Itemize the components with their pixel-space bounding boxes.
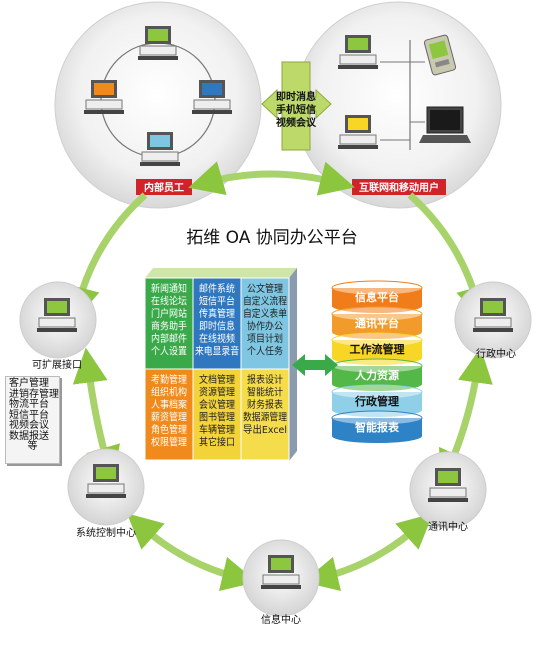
internet-users-tag	[352, 179, 446, 195]
module-cell	[192, 277, 242, 370]
module-item: 会议管理	[199, 398, 235, 411]
module-item: 资源管理	[199, 386, 235, 399]
administration-center-node	[454, 281, 532, 359]
pc-icon	[84, 80, 124, 114]
module-cell	[144, 277, 194, 370]
information-center-node	[242, 539, 320, 617]
layer-cap	[331, 332, 423, 348]
module-item: 考勤管理	[151, 373, 187, 386]
module-item: 数据源管理	[243, 411, 287, 424]
module-cell	[240, 277, 290, 370]
pc-icon	[86, 464, 126, 498]
diagram-title: 拓维 OA 协同办公平台	[186, 228, 358, 248]
module-item: 邮件系统	[199, 282, 235, 295]
laptop-icon	[419, 106, 471, 143]
module-item: 个人任务	[247, 345, 283, 358]
module-cell	[240, 368, 290, 461]
module-item: 文档管理	[199, 373, 235, 386]
extension-list: 客户管理 进销存管理 物流平台 短信平台 视频会议 数据报送 等	[5, 376, 60, 464]
module-cell	[144, 368, 194, 461]
node-label-left: 可扩展接口	[32, 358, 82, 371]
layer-cap	[331, 410, 423, 426]
communication-center-node	[409, 451, 487, 529]
middle-link-line: 手机短信	[276, 103, 316, 116]
pc-icon	[261, 555, 301, 589]
pc-icon	[338, 35, 378, 69]
layer-label: 智能报表	[355, 420, 400, 434]
module-item: 协作办公	[247, 320, 283, 333]
module-item: 车辆管理	[199, 423, 235, 436]
module-item: 其它接口	[199, 436, 235, 449]
middle-link-line: 视频会议	[276, 116, 317, 129]
extension-item: 视频会议	[9, 420, 49, 431]
layer-label: 通讯平台	[355, 316, 399, 330]
internal-staff-tag	[136, 179, 192, 195]
pc-icon	[192, 80, 232, 114]
pc-icon	[428, 468, 468, 502]
module-item: 内部邮件	[151, 332, 187, 345]
layer-cap	[331, 384, 423, 400]
grid-stack-arrow	[292, 354, 338, 376]
module-item: 智能统计	[247, 386, 283, 399]
extension-item: 数据报送	[9, 430, 49, 442]
layer-label: 行政管理	[354, 394, 399, 408]
pc-icon	[473, 298, 513, 332]
module-item: 在线论坛	[151, 295, 187, 308]
extension-item: 等	[27, 441, 38, 452]
message-link-arrow	[261, 61, 332, 151]
middle-link-line: 即时消息	[276, 90, 316, 103]
layer-label: 人力资源	[355, 368, 399, 382]
extension-interface-node	[19, 281, 97, 359]
extension-item: 物流平台	[9, 399, 49, 410]
module-item: 商务助手	[151, 320, 187, 333]
module-item: 人事档案	[151, 398, 187, 411]
module-item: 个人设置	[151, 346, 187, 358]
pc-icon	[37, 298, 77, 332]
layer-cap	[331, 280, 423, 296]
module-item: 在线视频	[199, 332, 235, 345]
module-item: 薪资管理	[151, 411, 187, 424]
node-label-bottom: 信息中心	[261, 613, 301, 626]
layer-label: 信息平台	[355, 290, 399, 304]
system-control-center-node	[67, 448, 145, 526]
module-item: 权限管理	[151, 436, 187, 449]
module-item: 自定义流程	[243, 295, 287, 308]
node-label-lower-right: 通讯中心	[428, 520, 468, 533]
module-item: 组织机构	[151, 386, 187, 399]
module-item: 新闻通知	[151, 282, 187, 295]
module-item: 角色管理	[151, 423, 187, 436]
internal-staff-disc	[54, 1, 262, 209]
module-item: 门户网站	[151, 307, 187, 320]
extension-item: 进销存管理	[9, 388, 59, 400]
module-item: 来电显录音	[195, 345, 239, 358]
extension-item: 短信平台	[9, 409, 49, 421]
pc-icon	[138, 26, 178, 60]
layer-cap	[331, 306, 423, 322]
module-item: 公文管理	[247, 282, 283, 295]
module-item: 财务报表	[247, 398, 283, 411]
pc-icon	[338, 115, 378, 149]
node-label-lower-left: 系统控制中心	[76, 526, 136, 539]
pc-icon	[140, 132, 180, 166]
pda-icon	[423, 34, 457, 76]
layer-label: 工作流管理	[350, 342, 405, 356]
module-item: 导出Excel	[243, 423, 287, 436]
extension-item: 客户管理	[9, 378, 49, 389]
node-label-right: 行政中心	[476, 347, 516, 360]
module-item: 传真管理	[199, 307, 235, 320]
module-item: 项目计划	[247, 332, 283, 345]
module-item: 报表设计	[247, 373, 283, 386]
module-cell	[192, 368, 242, 461]
module-item: 即时信息	[199, 320, 235, 333]
module-item: 短信平台	[199, 295, 235, 308]
internet-users-label: 互联网和移动用户	[359, 181, 439, 194]
internal-staff-label: 内部员工	[144, 181, 184, 194]
module-item: 自定义表单	[243, 307, 287, 320]
module-item: 图书管理	[199, 411, 235, 424]
